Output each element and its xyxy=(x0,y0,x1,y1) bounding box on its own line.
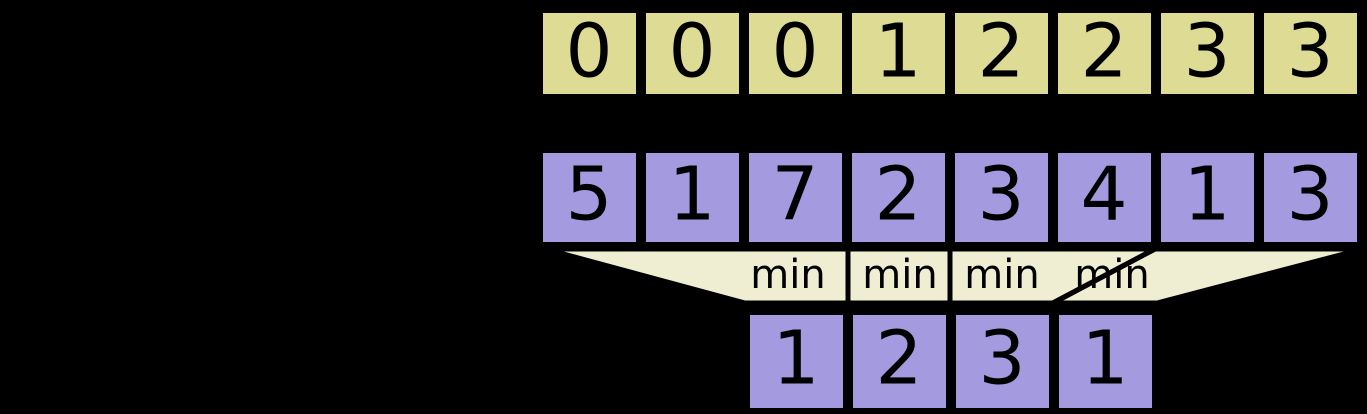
result-cell xyxy=(951,310,1054,413)
index-cell xyxy=(847,8,950,99)
index-cell xyxy=(1156,8,1259,99)
value-row: 5 1 7 2 3 4 1 3 xyxy=(538,148,1362,247)
value-cell xyxy=(641,148,744,247)
index-cell xyxy=(744,8,847,99)
index-cell-value: 2 xyxy=(1080,9,1127,95)
result-cell-value: 1 xyxy=(1081,316,1128,402)
min-label: min xyxy=(750,252,825,298)
index-cell xyxy=(950,8,1053,99)
index-cell xyxy=(1259,8,1362,99)
result-cell xyxy=(745,310,848,413)
value-cell xyxy=(744,148,847,247)
index-cell-value: 0 xyxy=(565,9,612,95)
value-cell xyxy=(847,148,950,247)
index-cell-value: 0 xyxy=(771,9,818,95)
value-cell xyxy=(950,148,1053,247)
result-cell-value: 3 xyxy=(978,316,1025,402)
value-cell-value: 1 xyxy=(1183,152,1230,238)
min-label: min xyxy=(862,252,937,298)
result-cell xyxy=(848,310,951,413)
index-cell xyxy=(641,8,744,99)
min-segment-divider xyxy=(1051,246,1157,306)
index-cell xyxy=(538,8,641,99)
min-label: min xyxy=(1074,252,1149,298)
value-cell-value: 7 xyxy=(771,152,818,238)
value-cell-value: 3 xyxy=(1286,152,1333,238)
min-label: min xyxy=(964,252,1039,298)
index-cell-value: 1 xyxy=(874,9,921,95)
index-cell-value: 3 xyxy=(1183,9,1230,95)
result-cell-value: 1 xyxy=(772,316,819,402)
value-cell xyxy=(1156,148,1259,247)
index-cell xyxy=(1053,8,1156,99)
index-row: 0 0 0 1 2 2 3 3 xyxy=(538,8,1362,99)
value-cell xyxy=(1053,148,1156,247)
index-cell-value: 2 xyxy=(977,9,1024,95)
value-cell-value: 3 xyxy=(977,152,1024,238)
value-cell-value: 5 xyxy=(565,152,612,238)
value-cell-value: 1 xyxy=(668,152,715,238)
result-cell xyxy=(1054,310,1157,413)
result-cell-value: 2 xyxy=(875,316,922,402)
result-row: 1 2 3 1 xyxy=(745,310,1157,413)
min-reduction-band: min min min min xyxy=(544,246,1364,306)
value-cell-value: 2 xyxy=(874,152,921,238)
index-cell-value: 0 xyxy=(668,9,715,95)
value-cell-value: 4 xyxy=(1080,152,1127,238)
value-cell xyxy=(538,148,641,247)
index-cell-value: 3 xyxy=(1286,9,1333,95)
value-cell xyxy=(1259,148,1362,247)
